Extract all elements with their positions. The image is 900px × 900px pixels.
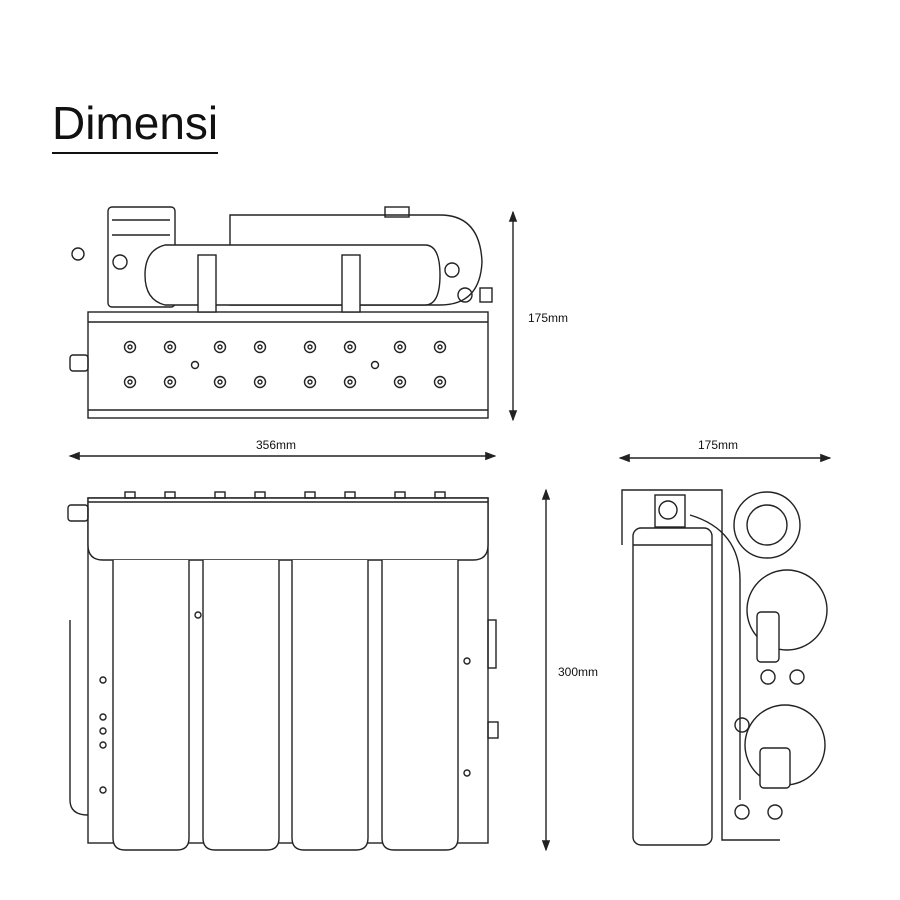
mounting-hole [123,340,137,354]
mounting-hole-center [257,379,263,385]
mounting-hole [303,375,317,389]
filter-canister [381,560,459,851]
top-view-height-label: 175mm [528,311,569,325]
mounting-hole-center [347,344,353,350]
mounting-hole [433,375,447,389]
screw-hole [99,727,107,735]
mounting-hole-center [307,379,313,385]
mounting-hole [393,375,407,389]
mounting-hole-center [307,344,313,350]
top-fitting [344,491,356,499]
mounting-hole-center [127,344,133,350]
front-view-height-label: 300mm [558,665,599,679]
mounting-hole-center [217,344,223,350]
small-hole [370,360,380,370]
mounting-hole-center [347,379,353,385]
screw-hole [99,676,107,684]
filter-canister [291,560,369,851]
front-view-drawing [67,491,499,851]
screw-hole [194,611,202,619]
screw-hole [463,657,471,665]
mounting-hole-center [437,344,443,350]
mounting-hole-center [217,379,223,385]
mounting-hole [253,340,267,354]
mounting-hole [123,375,137,389]
mounting-hole [163,340,177,354]
width-label: 356mm [256,438,297,452]
screw-hole [99,741,107,749]
mounting-hole-center [437,379,443,385]
side-view-drawing [621,489,828,846]
mounting-hole [213,375,227,389]
top-view-drawing [69,206,493,419]
screw-hole [463,769,471,777]
top-fitting [394,491,406,499]
top-fitting [124,491,136,499]
mounting-hole-center [397,344,403,350]
top-fitting [304,491,316,499]
filter-canister [112,560,190,851]
mounting-hole [433,340,447,354]
mounting-hole [163,375,177,389]
mounting-hole [343,375,357,389]
mounting-hole [343,340,357,354]
depth-label: 175mm [698,438,739,452]
mounting-hole-center [397,379,403,385]
mounting-hole-center [167,344,173,350]
top-fitting [214,491,226,499]
mounting-hole [213,340,227,354]
top-fitting [254,491,266,499]
mounting-hole [393,340,407,354]
top-fitting [164,491,176,499]
page-title: Dimensi [52,100,219,154]
mounting-hole [303,340,317,354]
small-hole [190,360,200,370]
screw-hole [99,713,107,721]
mounting-hole-center [167,379,173,385]
top-fitting [434,491,446,499]
screw-hole [99,786,107,794]
mounting-hole-center [257,344,263,350]
mounting-hole [253,375,267,389]
mounting-hole-center [127,379,133,385]
filter-canister [202,560,280,851]
